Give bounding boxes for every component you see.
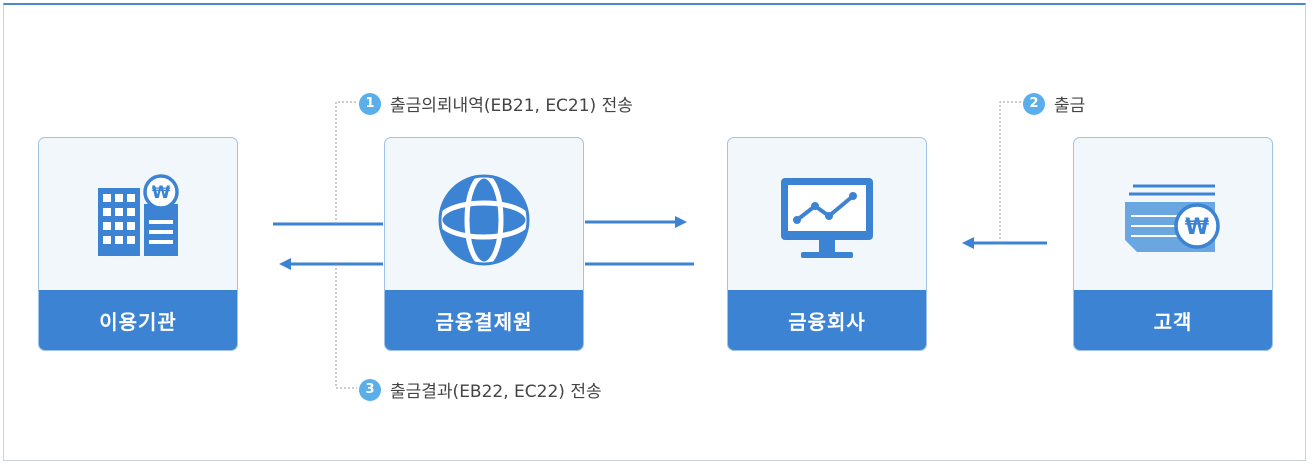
step-3: 3 출금결과(EB22, EC22) 전송: [359, 377, 602, 402]
step-2-text: 출금: [1054, 96, 1086, 116]
node-kftc: 금융결제원: [384, 137, 584, 351]
leader-step-2: [999, 101, 1021, 243]
step-2: 2 출금: [1023, 91, 1085, 116]
step-1-badge: 1: [359, 92, 381, 115]
node-bank-label: 금융회사: [728, 290, 926, 350]
building-won-icon: ₩: [88, 174, 188, 270]
node-kftc-label: 금융결제원: [385, 290, 583, 350]
cash-won-icon: ₩: [1121, 178, 1225, 266]
node-bank: 금융회사: [727, 137, 927, 351]
leader-step-1: [335, 101, 357, 224]
step-3-text: 출금결과(EB22, EC22) 전송: [390, 382, 602, 402]
svg-text:₩: ₩: [152, 183, 171, 203]
node-customer: ₩ 고객: [1073, 137, 1273, 351]
step-1: 1 출금의뢰내역(EB21, EC21) 전송: [359, 91, 633, 116]
monitor-chart-icon: [777, 176, 877, 266]
svg-text:₩: ₩: [1185, 215, 1209, 240]
leader-step-3: [335, 264, 357, 389]
step-1-text: 출금의뢰내역(EB21, EC21) 전송: [390, 96, 633, 116]
node-customer-label: 고객: [1074, 290, 1272, 350]
step-3-badge: 3: [359, 378, 381, 401]
node-institution-label: 이용기관: [39, 290, 237, 350]
step-2-badge: 2: [1023, 92, 1045, 115]
globe-icon: [434, 170, 534, 274]
node-institution: ₩ 이용기관: [38, 137, 238, 351]
